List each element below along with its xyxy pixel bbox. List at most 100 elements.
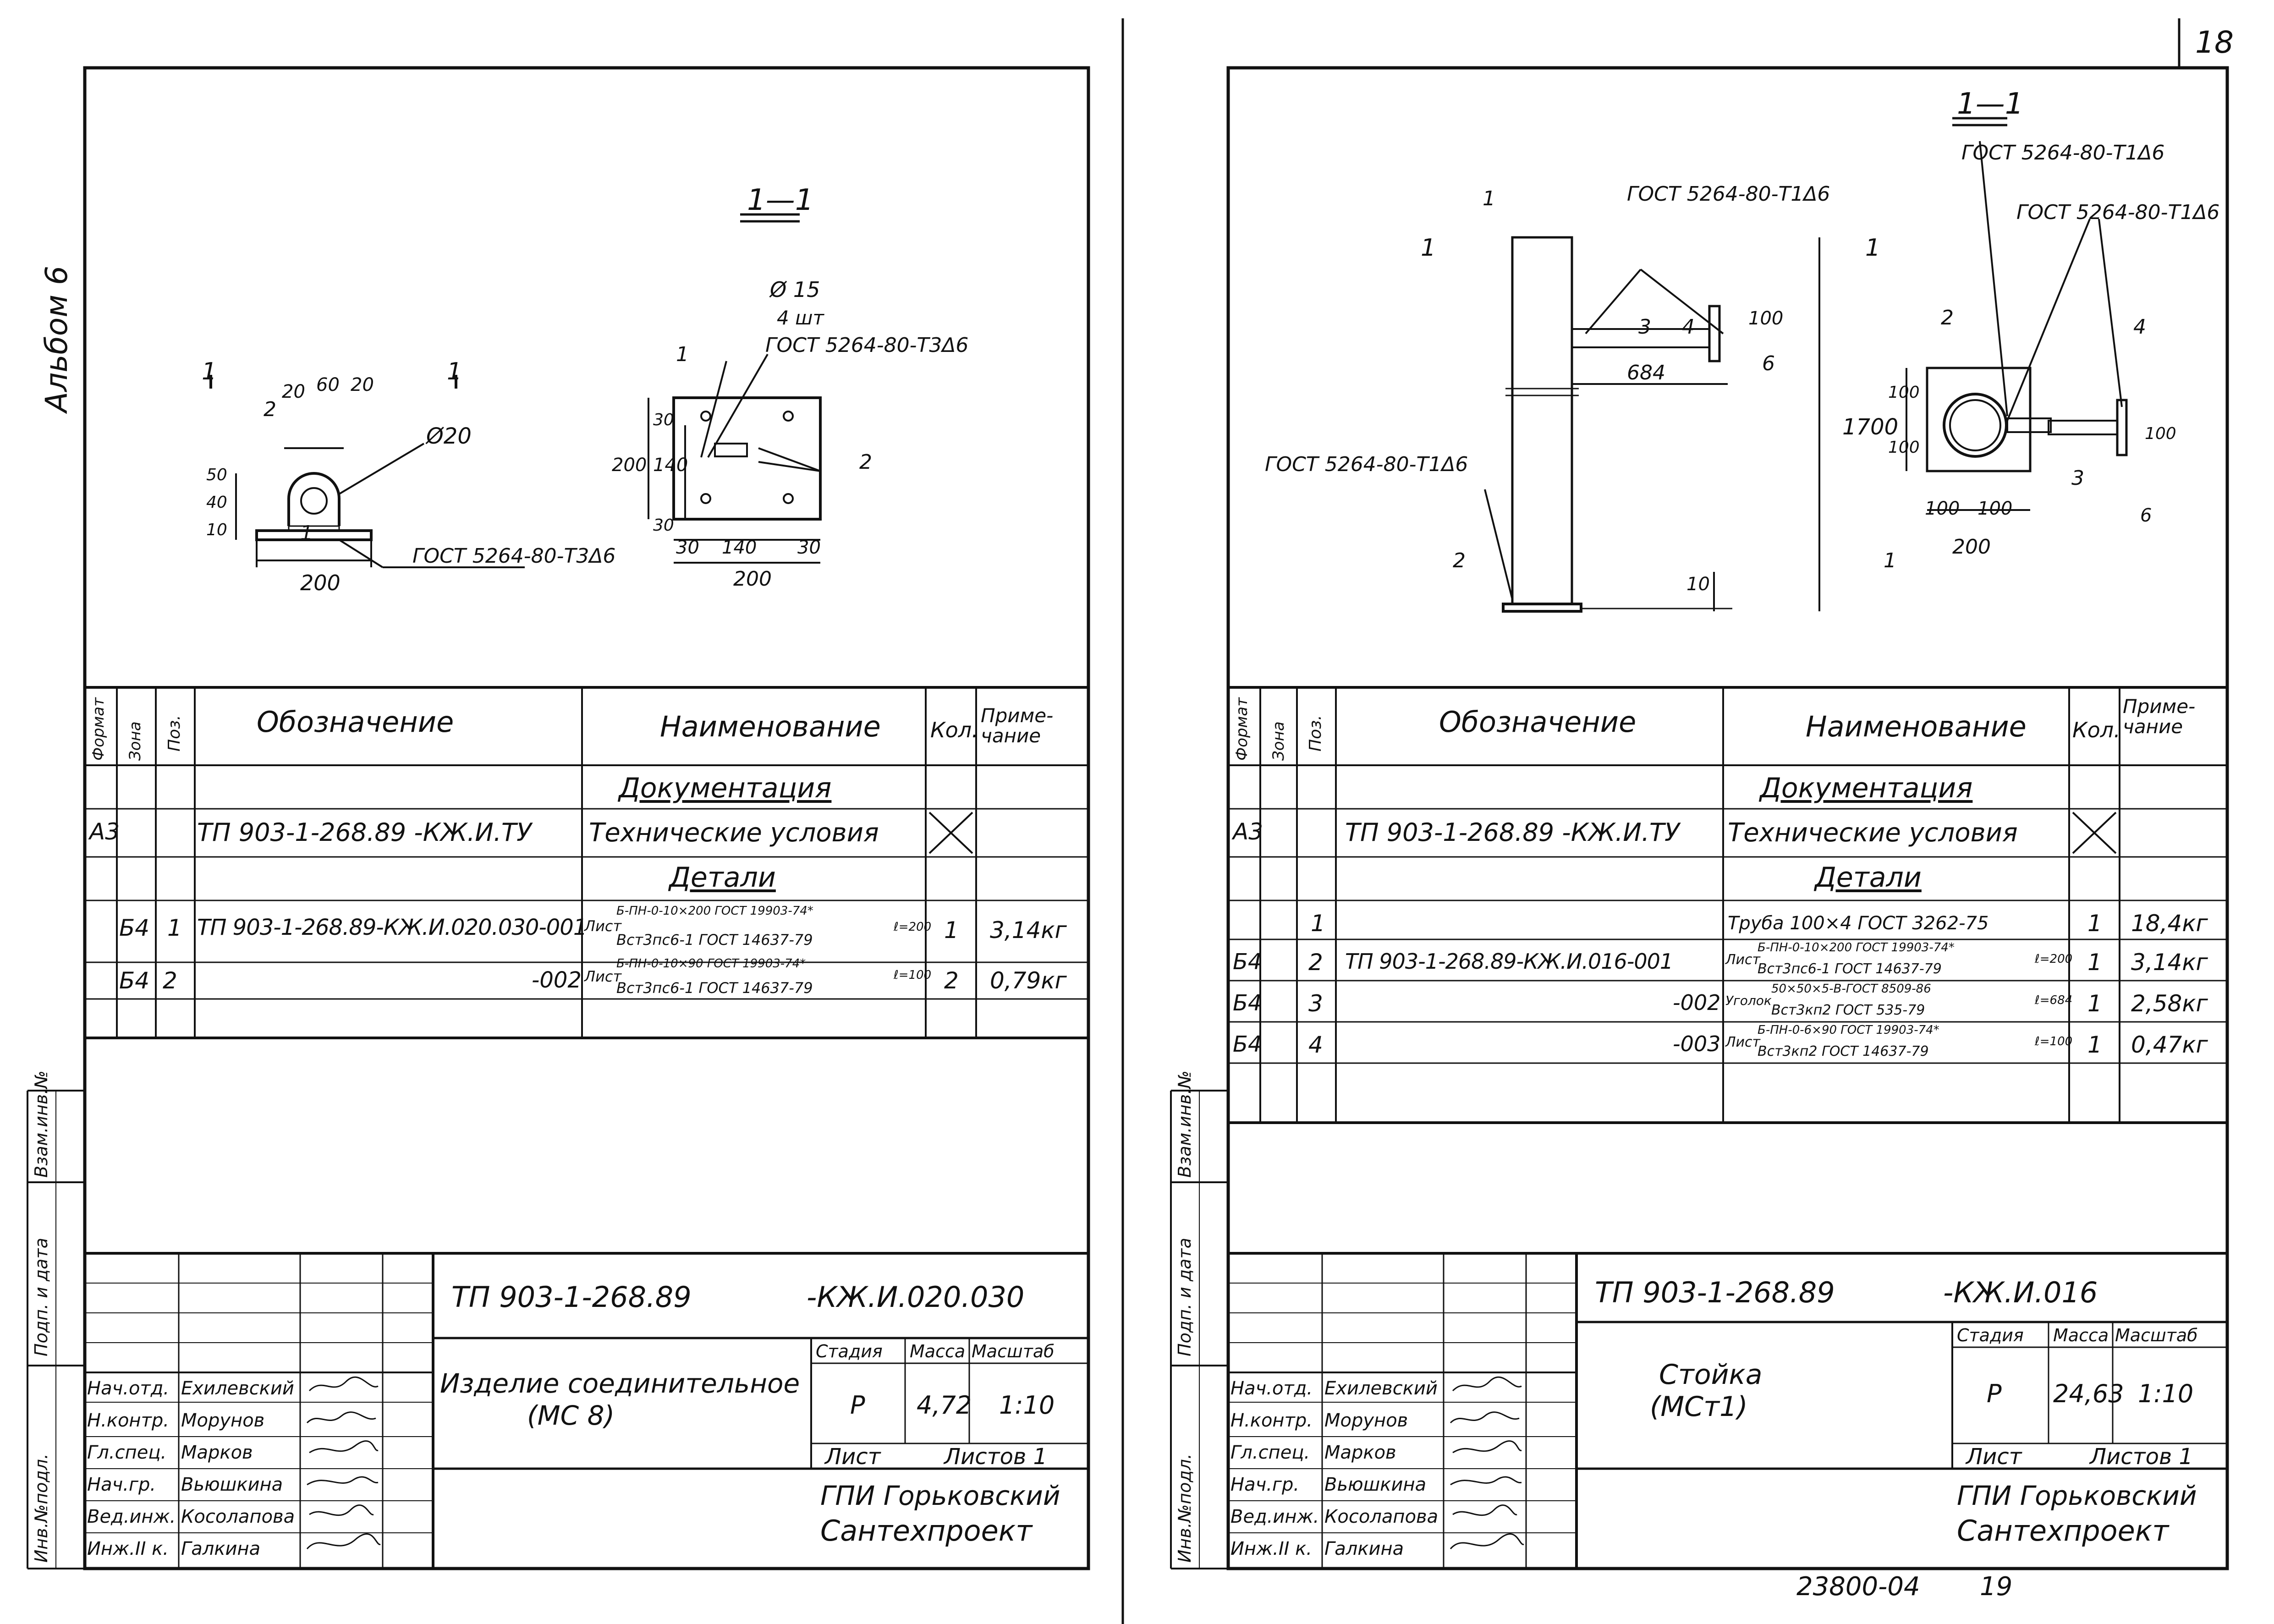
left-stamp-name-6: Галкина — [181, 1538, 261, 1559]
right-row1-designation: ТП 903-1-268.89 -КЖ.И.ТУ — [1345, 818, 1680, 847]
left-header-zone: Зона — [126, 721, 144, 761]
left-row2-name-bottom: Вст3пс6-1 ГОСТ 14637-79 — [616, 931, 813, 949]
right-row5-name-top: Б-ПН-0-6×90 ГОСТ 19903-74* — [1758, 1023, 1939, 1037]
right-stamp-role-2: Н.контр. — [1230, 1410, 1313, 1431]
right-dim-6: 6 — [1762, 352, 1775, 375]
left-organization-1: ГПИ Горьковский — [820, 1480, 1060, 1511]
left-stamp-name-3: Марков — [181, 1442, 253, 1463]
left-row2-name-top: Б-ПН-0-10×200 ГОСТ 19903-74* — [616, 904, 813, 918]
left-stamp-mass-header: Масса — [910, 1341, 966, 1361]
left-row2-name-suffix: ℓ=200 — [894, 920, 932, 934]
left-side-dim-3: 50 — [206, 466, 227, 484]
right-stamp-name-4: Вьюшкина — [1324, 1474, 1427, 1495]
left-section-label: 1—1 — [747, 183, 813, 217]
right-organization-2: Сантехпроект — [1957, 1514, 2169, 1547]
right-plan-dim-5: 200 — [1952, 535, 1991, 559]
right-row3-name-suffix: ℓ=200 — [2035, 952, 2073, 966]
right-plan-pos-3: 3 — [2071, 466, 2084, 490]
right-row4-name-bottom: Вст3кп2 ГОСТ 535-79 — [1771, 1002, 1925, 1018]
left-plan-dim-l2: 140 — [653, 455, 688, 476]
left-row2-designation: ТП 903-1-268.89-КЖ.И.020.030-001 — [197, 915, 587, 940]
right-title-code: ТП 903-1-268.89 — [1595, 1276, 1835, 1309]
left-plan-dim-l3: 30 — [653, 411, 674, 429]
right-row3-qty: 1 — [2087, 949, 2102, 976]
left-row3-qty: 2 — [944, 967, 959, 994]
right-weld-left: ГОСТ 5264-80-Т1Δ6 — [1265, 453, 1468, 476]
left-stamp-role-6: Инж.II к. — [87, 1538, 169, 1559]
right-plan-dim-2: 100 — [1977, 498, 2012, 519]
right-dim-height: 1700 — [1842, 414, 1898, 440]
right-plan-dim-3: 100 — [1888, 383, 1920, 402]
right-header-note: Приме-чание — [2123, 695, 2196, 738]
right-row3-pos: 2 — [1308, 949, 1323, 976]
bottom-page: 19 — [1980, 1572, 2013, 1602]
right-stamp-sheets: Листов 1 — [2090, 1444, 2193, 1470]
left-stamp-role-4: Нач.гр. — [87, 1474, 156, 1495]
left-weld-note: ГОСТ 5264-80-Т3Δ6 — [412, 544, 615, 568]
right-row2-pos: 1 — [1311, 910, 1325, 937]
left-stamp-role-2: Н.контр. — [87, 1410, 169, 1431]
left-header-name: Наименование — [660, 710, 881, 743]
left-title-code-suffix: -КЖ.И.020.030 — [807, 1280, 1025, 1314]
right-plan-dim-1: 100 — [1925, 498, 1960, 519]
right-row5-name-suffix: ℓ=100 — [2035, 1035, 2073, 1048]
left-side-dim-2: 40 — [206, 493, 227, 512]
left-side-label-replace: Взам.инв.№ — [31, 1070, 51, 1178]
left-stamp-name-5: Косолапова — [181, 1506, 295, 1527]
left-organization-2: Сантехпроект — [820, 1514, 1033, 1547]
left-stamp-mass: 4,72 — [917, 1391, 972, 1420]
right-row4-pos: 3 — [1308, 990, 1323, 1017]
left-side-label-inv: Инв.№подл. — [31, 1453, 51, 1563]
right-side-label-inv: Инв.№подл. — [1175, 1453, 1195, 1563]
left-plan-dim-l1: 200 — [612, 455, 647, 476]
right-dim-10: 10 — [1686, 574, 1710, 595]
right-row3-format: Б4 — [1233, 949, 1262, 975]
left-plan-dim-b1: 30 — [676, 537, 699, 558]
right-stamp-name-2: Морунов — [1324, 1410, 1408, 1431]
right-header-designation: Обозначение — [1439, 705, 1637, 739]
left-row2-note: 3,14кг — [990, 917, 1067, 944]
left-title-code: ТП 903-1-268.89 — [451, 1280, 692, 1314]
left-side-label-sign: Подп. и дата — [31, 1238, 51, 1356]
left-drawing: 1—1 1 1 20 60 20 Ø20 200 1 2 ГОСТ 5264-8… — [202, 183, 968, 595]
right-header-qty: Кол. — [2072, 718, 2120, 742]
right-stamp-name-6: Галкина — [1324, 1538, 1404, 1559]
right-plan-pos-1: 1 — [1884, 549, 1896, 572]
left-header-note: Приме-чание — [981, 704, 1054, 747]
right-row5-name-bottom: Вст3кп2 ГОСТ 14637-79 — [1758, 1043, 1929, 1059]
right-weld-right2: ГОСТ 5264-80-Т1Δ6 — [2016, 201, 2219, 224]
left-header-pos: Поз. — [165, 715, 184, 752]
right-row5-name-prefix: Лист — [1725, 1034, 1761, 1050]
right-stamp-role-4: Нач.гр. — [1230, 1474, 1300, 1495]
left-stamp-role-1: Нач.отд. — [87, 1378, 170, 1399]
left-cut-mark-left: 1 — [202, 358, 217, 385]
right-stamp-role-1: Нач.отд. — [1230, 1378, 1313, 1399]
right-row1-name: Технические условия — [1728, 818, 2018, 848]
right-title-code-suffix: -КЖ.И.016 — [1943, 1276, 2098, 1309]
right-pos-1: 1 — [1483, 187, 1495, 210]
right-section-label: 1—1 — [1957, 87, 2023, 121]
left-hole-note: Ø 15 — [769, 277, 820, 302]
right-header-name: Наименование — [1806, 710, 2027, 743]
right-cut-mark-left: 1 — [1421, 234, 1436, 262]
right-signatures-icon — [1450, 1376, 1524, 1549]
right-title-name-1: Стойка — [1659, 1359, 1763, 1391]
right-header-format: Формат — [1233, 697, 1251, 761]
left-stamp-sheet: Лист — [825, 1444, 881, 1470]
left-plan-dim-b3: 30 — [797, 537, 821, 558]
right-row5-designation: -003 — [1673, 1031, 1721, 1056]
left-row1-designation: ТП 903-1-268.89 -КЖ.И.ТУ — [197, 818, 532, 847]
left-dim-width: 200 — [300, 571, 341, 595]
page-number: 18 — [2195, 25, 2234, 60]
left-header-designation: Обозначение — [257, 705, 454, 739]
right-row2-qty: 1 — [2087, 910, 2102, 937]
right-side-label-sign: Подп. и дата — [1175, 1238, 1195, 1356]
left-plan-dim-b2: 140 — [722, 537, 757, 558]
left-stamp-name-2: Морунов — [181, 1410, 265, 1431]
right-plan-pos-2: 2 — [1941, 306, 1954, 329]
bottom-code: 23800-04 — [1796, 1572, 1920, 1602]
right-side-label-replace: Взам.инв.№ — [1175, 1070, 1195, 1178]
left-title-name-2: (МС 8) — [527, 1400, 615, 1431]
right-row5-format: Б4 — [1233, 1031, 1262, 1057]
